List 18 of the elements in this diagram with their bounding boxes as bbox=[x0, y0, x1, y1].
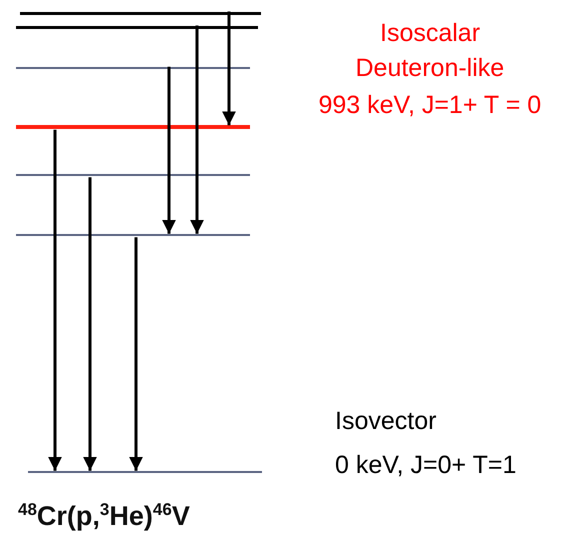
level-label: 993 keV, J=1+ T = 0 bbox=[318, 90, 542, 120]
arrow bbox=[83, 177, 97, 471]
energy-level-line bbox=[16, 26, 258, 28]
level-label: Isoscalar bbox=[380, 18, 480, 48]
energy-level-line bbox=[28, 470, 262, 474]
energy-level-line bbox=[16, 234, 250, 236]
energy-level-line bbox=[16, 66, 250, 70]
level-label: Isovector bbox=[335, 406, 436, 436]
arrow bbox=[222, 12, 236, 126]
level-label: 0 keV, J=0+ T=1 bbox=[335, 450, 516, 480]
energy-level-line bbox=[20, 12, 261, 14]
level-label: Deuteron-like bbox=[356, 53, 504, 83]
arrow bbox=[48, 130, 62, 471]
arrow bbox=[129, 237, 143, 471]
arrow bbox=[162, 66, 176, 234]
reaction-caption: $^{48}$Cr(p,$^{3}$He)$^{46}$V bbox=[18, 500, 190, 532]
arrow bbox=[190, 26, 204, 234]
energy-level-line bbox=[16, 174, 250, 176]
